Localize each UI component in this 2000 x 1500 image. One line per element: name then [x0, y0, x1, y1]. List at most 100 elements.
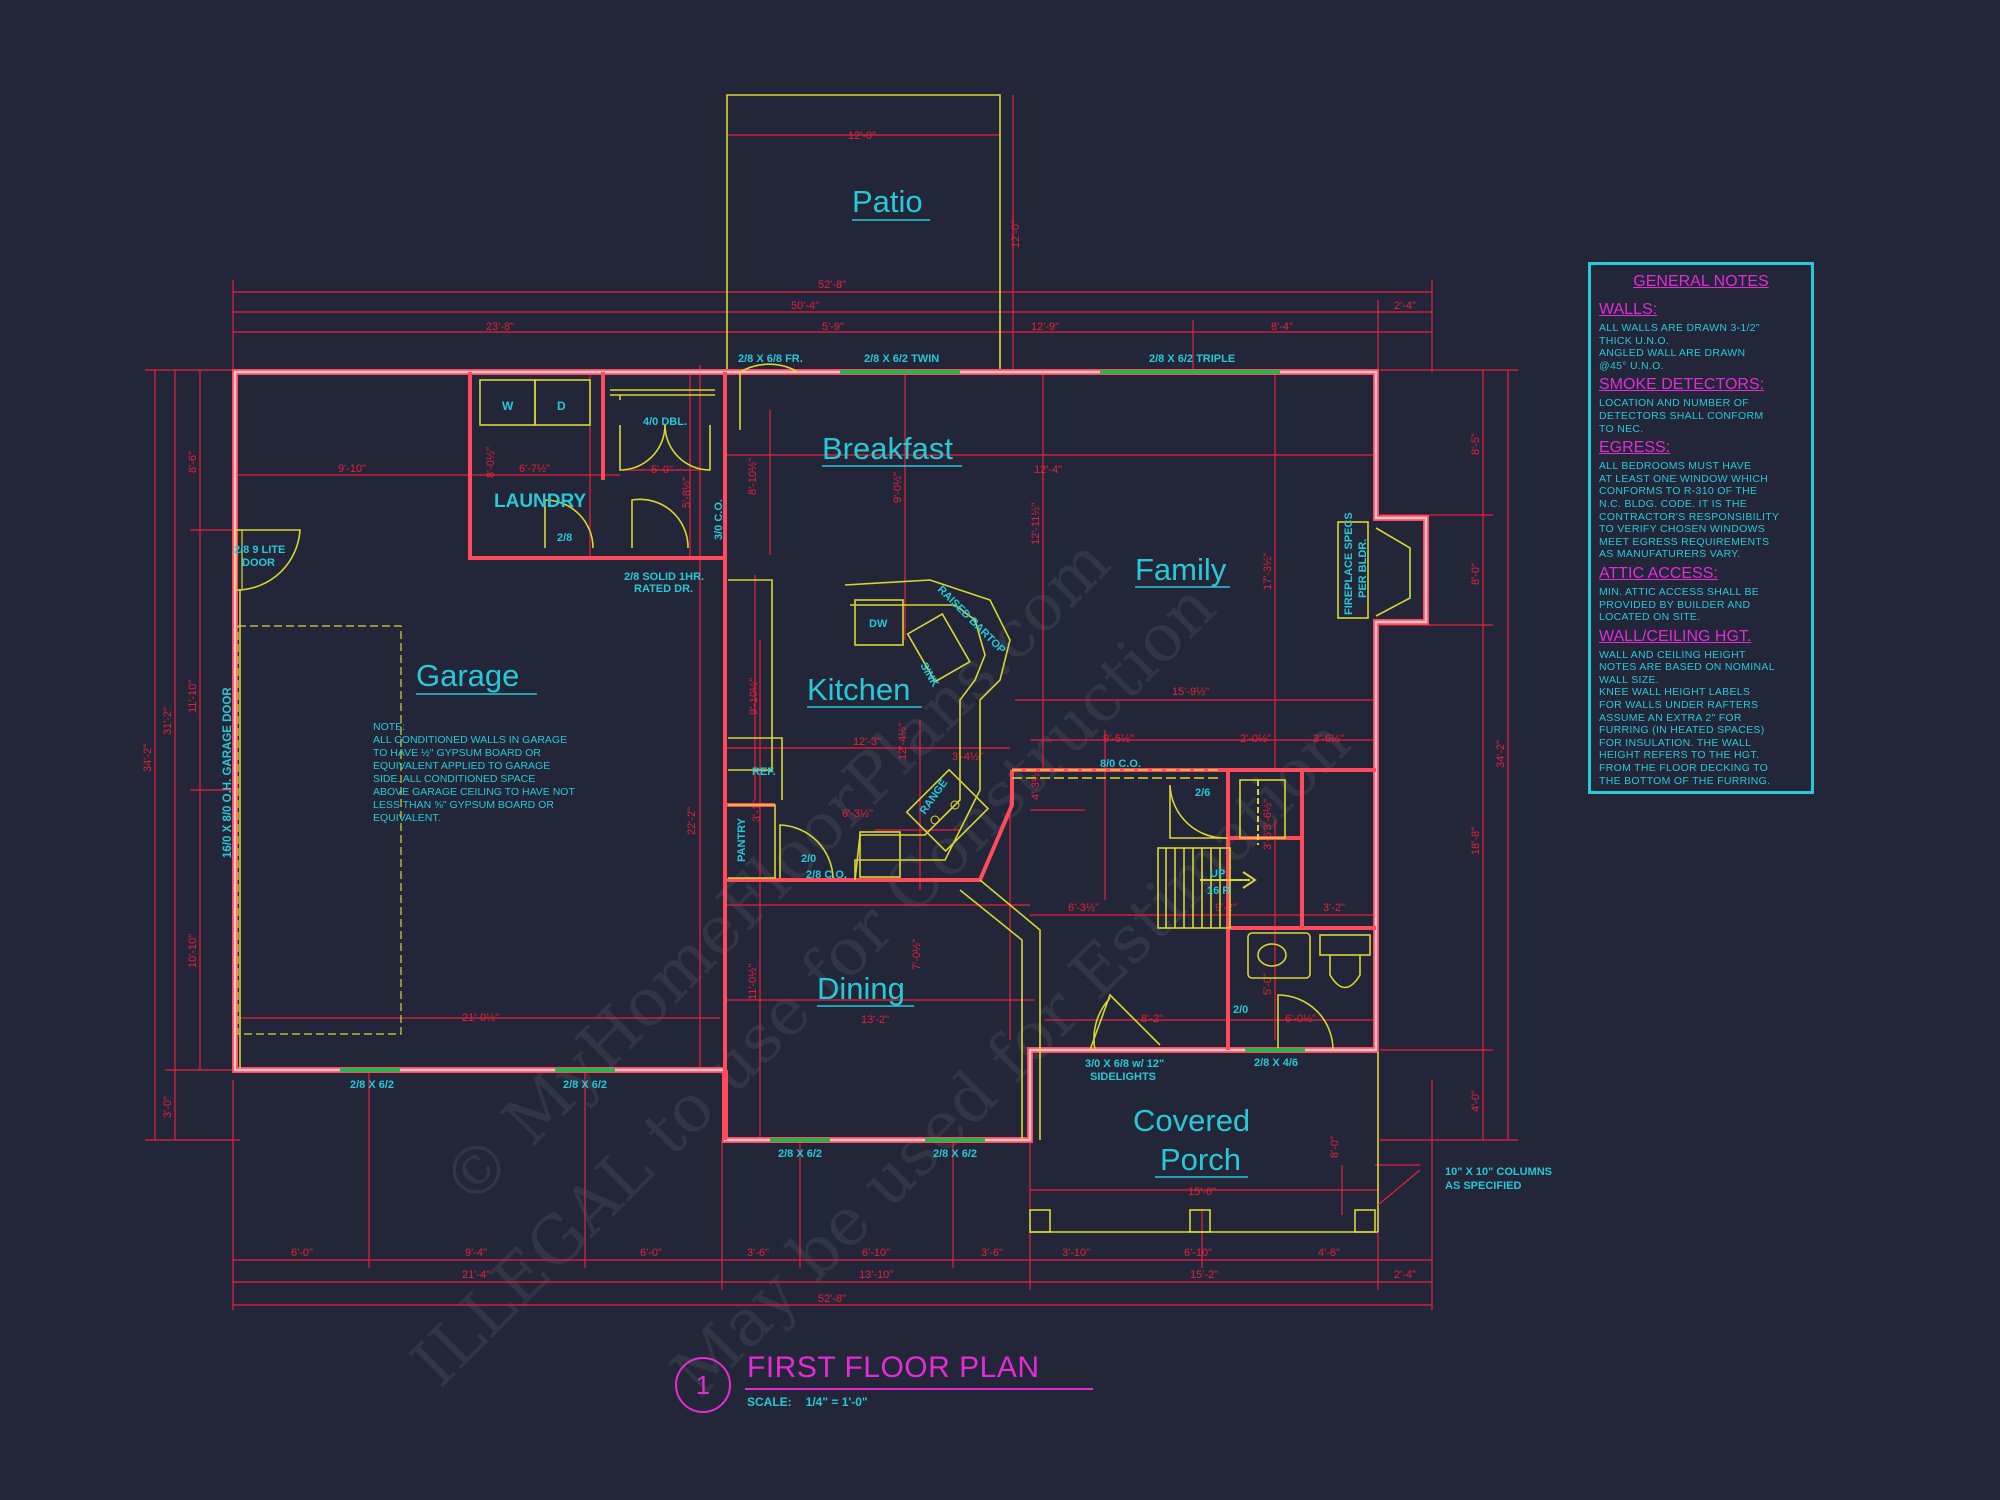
drawing-scale: SCALE: 1/4" = 1'-0" [747, 1395, 868, 1409]
notes-body-attic: MIN. ATTIC ACCESS SHALL BE PROVIDED BY B… [1599, 585, 1760, 624]
general-notes-title: GENERAL NOTES [1633, 273, 1769, 290]
title-underline [745, 1388, 1093, 1390]
scale-value: 1/4" = 1'-0" [805, 1395, 868, 1409]
dim-k-w2: 6'-3½" [842, 808, 873, 820]
room-dining: Dining [817, 971, 905, 1006]
room-breakfast: Breakfast [822, 431, 953, 466]
dim-left-c2: 11'-10" [187, 680, 199, 713]
notes-heading-height: WALL/CEILING HGT. [1599, 627, 1752, 645]
dim-bath-w: 6'-0½" [1285, 1013, 1316, 1025]
fixtures [235, 363, 1421, 1233]
dim-overall-bottom: 52'-8" [818, 1293, 846, 1305]
garage-note-line-7: LESS THAN ⅝" GYPSUM BOARD OR [373, 799, 554, 811]
label-window-3: 2/8 X 6/2 TRIPLE [1149, 353, 1235, 365]
dim-overall-top: 52'-8" [818, 279, 846, 291]
notes-heading-egress: EGRESS: [1599, 439, 1671, 457]
label-columns-2: AS SPECIFIED [1445, 1180, 1521, 1192]
label-dbl: 4/0 DBL. [643, 416, 687, 428]
dim-left-c1: 8'-6" [187, 451, 199, 473]
dim-bot-b5: 6'-10" [862, 1247, 890, 1259]
label-dw: DW [869, 618, 888, 630]
dim-k-a: 3'-4½" [952, 751, 983, 763]
dim-hall-e: 6'-3½" [1068, 902, 1099, 914]
dim-right-overall: 34'-2" [1495, 740, 1507, 768]
dim-bot-b8: 6'-10" [1184, 1247, 1212, 1259]
windows [340, 370, 1305, 1142]
label-window-1: 2/8 X 6/8 FR. [738, 353, 803, 365]
notes-heading-smoke: SMOKE DETECTORS: [1599, 376, 1765, 394]
dim-bath-d: 5'-0" [1262, 973, 1274, 995]
label-fireplace-1: FIREPLACE SPECS [1343, 512, 1355, 615]
dim-k-d1: 9'-10½" [748, 678, 760, 715]
dim-hall-d: 8'-10½" [747, 458, 759, 495]
scale-label: SCALE: [747, 1395, 792, 1409]
garage-note-line-3: TO HAVE ½" GYPSUM BOARD OR [373, 747, 541, 759]
room-porch: Porch [1160, 1142, 1241, 1177]
label-garage-door: 16/0 X 8/0 O.H. GARAGE DOOR [222, 687, 234, 858]
drawing-number: 1 [695, 1370, 711, 1400]
dim-foy-w: 8'-2" [1141, 1013, 1163, 1025]
label-closet-door: 2/6 [1195, 787, 1210, 799]
dim-bot-b1: 6'-0" [291, 1247, 313, 1259]
room-names: Patio Breakfast Family Kitchen Garage Di… [416, 184, 1250, 1178]
drawing-title-block: 1 FIRST FLOOR PLAN SCALE:1/4" = 1'-0" [675, 1343, 1095, 1423]
label-lite-door-2: DOOR [242, 557, 275, 569]
dim-porch-w: 15'-6" [1188, 1186, 1216, 1198]
dim-laundry-d: 8'-0½" [485, 447, 497, 478]
label-window-7: 2/8 X 6/2 [933, 1148, 977, 1160]
garage-note-line-1: NOTE: [373, 721, 405, 733]
dimension-labels: 12'-0" 12'-0" 52'-8" 50'-4" 2'-4" 23'-8"… [142, 130, 1507, 1305]
dim-stair-l: 9'-2" [1215, 902, 1237, 914]
label-window-4: 2/8 X 6/2 [350, 1079, 394, 1091]
dimension-lines [145, 95, 1518, 1310]
label-entry-door-1: 3/0 X 6/8 w/ 12" [1085, 1058, 1164, 1070]
dim-top-c2: 5'-9" [822, 321, 844, 333]
room-kitchen: Kitchen [807, 672, 910, 707]
dim-left-b: 3'-0" [162, 1096, 174, 1118]
dim-left-c3: 10'-10" [187, 934, 199, 968]
garage-note-line-4: EQUIVALENT APPLIED TO GARAGE [373, 760, 550, 772]
dim-bot-b6: 3'-6" [981, 1247, 1003, 1259]
dim-patio-width: 12'-0" [848, 130, 876, 142]
dim-left-a: 31'-2" [162, 707, 174, 735]
notes-body-height: WALL AND CEILING HEIGHT NOTES ARE BASED … [1599, 648, 1775, 787]
garage-note-line-6: ABOVE GARAGE CEILING TO HAVE NOT [373, 786, 575, 798]
dim-bf-d: 9'-0½" [892, 472, 904, 503]
label-stair-up: UP [1210, 868, 1225, 880]
room-laundry: LAUNDRY [494, 491, 587, 512]
label-fireplace-2: PER BLDR. [1357, 539, 1369, 598]
dim-right-a4: 4'-0" [1470, 1090, 1482, 1112]
dim-garage-d: 22'-2" [686, 807, 698, 835]
garage-note-line-8: EQUIVALENT. [373, 812, 441, 824]
notes-heading-attic: ATTIC ACCESS: [1599, 564, 1718, 582]
dim-bf-w: 12'-4" [1034, 464, 1062, 476]
room-patio: Patio [852, 184, 923, 219]
dim-bot-b2: 9'-4" [465, 1247, 487, 1259]
room-covered: Covered [1133, 1103, 1250, 1138]
drawing-number-circle [675, 1357, 731, 1413]
dim-top-c3: 12'-9" [1031, 321, 1059, 333]
room-family: Family [1135, 552, 1227, 587]
label-columns-1: 10" X 10" COLUMNS [1445, 1166, 1552, 1178]
room-garage: Garage [416, 658, 519, 693]
label-dryer: D [557, 399, 566, 413]
dim-hall-f: 3'-2" [1323, 902, 1345, 914]
dim-patio-depth: 12'-0" [1010, 220, 1022, 248]
label-ref: REF. [752, 766, 776, 778]
label-window-5: 2/8 X 6/2 [563, 1079, 607, 1091]
dim-right-a1: 8'-5" [1470, 433, 1482, 455]
label-window-8: 2/8 X 4/6 [1254, 1057, 1298, 1069]
interior-walls [468, 372, 1376, 1140]
general-notes-panel: GENERAL NOTES WALLS: ALL WALLS ARE DRAWN… [1588, 262, 1814, 794]
dim-laundry-w: 6'-7½" [519, 463, 550, 475]
dim-top-c1: 23'-8" [486, 321, 514, 333]
dim-closet-d: 5'-8½" [681, 477, 693, 508]
dim-hall-c: 3'-6½" [1313, 733, 1344, 745]
dim-din-d: 11'-0½" [747, 964, 759, 1000]
dim-bot-a3: 15'-2" [1190, 1269, 1218, 1281]
label-lite-door-1: 2/8 9 LITE [234, 544, 285, 556]
label-washer: W [502, 399, 514, 413]
dim-garage-w1: 9'-10" [338, 463, 366, 475]
dim-bot-a4: 2'-4" [1394, 1269, 1416, 1281]
notes-heading-walls: WALLS: [1599, 301, 1658, 318]
